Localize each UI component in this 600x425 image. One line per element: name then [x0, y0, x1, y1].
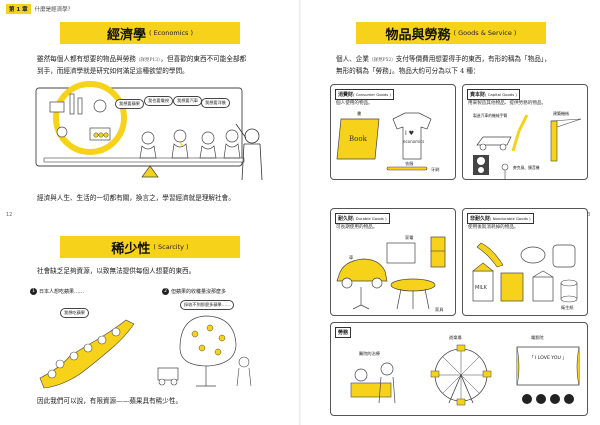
capital-goods-panel: 資本財( Capital Goods ) 用來製造其他物品、提供勞務的物品。 製… — [462, 84, 588, 180]
service-item-hospital: 醫院的治療 — [359, 351, 380, 356]
economics-title-en: ( Economics ) — [148, 29, 194, 37]
consumer-item-toothbrush: 牙刷 — [431, 167, 440, 172]
capital-item-construction: 建築機械 — [553, 111, 569, 116]
nondurable-goods-illustration: MILK — [472, 242, 578, 303]
service-illustration — [350, 344, 580, 406]
durable-item-appliance: 家電 — [405, 235, 414, 240]
service-label: 勞務 — [335, 327, 352, 338]
page-number-left: 12 — [6, 212, 13, 218]
consumer-item-book: 書 — [357, 111, 362, 116]
durable-goods-panel: 耐久財( Durable Goods ) 可長期使用的物品。 家電 車 家具 — [330, 208, 456, 316]
durable-goods-illustration — [336, 236, 446, 310]
service-item-amusement: 遊樂場 — [449, 335, 462, 340]
chapter-title: 什麼是經濟學？ — [34, 7, 74, 13]
capital-goods-label: 資本財( Capital Goods ) — [467, 89, 520, 100]
svg-text:Book: Book — [349, 135, 368, 143]
nondurable-goods-label: 非耐久財( Nondurable Goods ) — [467, 213, 534, 224]
running-header: 第 1 章 什麼是經濟學？ — [6, 4, 73, 14]
consumer-goods-illustration: Book I ♥ economics — [336, 112, 432, 171]
capital-item-mic: 麥克風、擴音機 — [513, 165, 540, 170]
economics-title: 經濟學 — [106, 27, 146, 43]
economics-title-bar: 經濟學 ( Economics ) — [60, 22, 240, 44]
nondurable-goods-panel: 非耐久財( Nondurable Goods ) 使用後就消耗掉的物品。 MIL… — [462, 208, 588, 316]
goods-title-en: ( Goods & Service ) — [453, 29, 517, 37]
cinema-screen-text: 「 I LOVE YOU 」 — [529, 356, 567, 361]
economics-illustration — [35, 81, 263, 181]
nondurable-goods-desc: 使用後就消耗掉的物品。 — [468, 225, 519, 230]
goods-paragraph: 個人、企業（詳見P52）支付等價費用想要得手的東西，有形的稱為「物品」， 無形的… — [336, 55, 551, 75]
scarcity-title: 稀少性 — [111, 241, 151, 257]
consumer-goods-desc: 個人使用的物品。 — [336, 101, 373, 106]
svg-text:MILK: MILK — [475, 285, 488, 291]
scarcity-title-bar: 稀少性 ( Scarcity ) — [60, 236, 240, 258]
scarcity-illustration — [39, 315, 252, 389]
speech-bubble-dress: 我想要洋裝 — [201, 98, 230, 108]
capital-item-robot-arm: 製造汽車的機械手臂 — [473, 113, 508, 118]
consumer-item-clothes: 衣服 — [405, 161, 414, 166]
service-panel: 勞務 醫院的治療 遊樂場 電影院 「 I LOVE YOU 」 — [330, 322, 588, 416]
speech-bubble-car: 我想要汽車 — [173, 96, 202, 106]
scarcity-bubble-2: 採收不到那麼多蘋果…… — [180, 300, 235, 310]
durable-item-furniture: 家具 — [435, 307, 444, 312]
capital-goods-illustration — [473, 114, 582, 179]
durable-goods-desc: 可長期使用的物品。 — [336, 225, 378, 230]
consumer-goods-label: 消費財( Consumer Goods ) — [335, 89, 394, 100]
scarcity-step-1: 1 日本人想吃蘋果…… — [30, 288, 84, 295]
svg-text:economics: economics — [403, 139, 424, 144]
scarcity-bubble-1: 我想吃蘋果 — [60, 308, 89, 318]
capital-goods-desc: 用來製造其他物品、提供勞務的物品。 — [468, 101, 547, 106]
scarcity-intro: 社會缺乏足夠資源，以致無法提供每個人想要的東西。 — [37, 267, 196, 275]
scarcity-conclusion: 因此我們可以說，有限資源——蘋果具有稀少性。 — [37, 397, 183, 405]
goods-title: 物品與勞務 — [385, 27, 451, 43]
goods-title-bar: 物品與勞務 ( Goods & Service ) — [356, 22, 546, 44]
scarcity-step-2: 2 但蘋果的收穫量沒那麼多 — [162, 288, 226, 295]
chapter-tag: 第 1 章 — [6, 4, 31, 14]
economics-paragraph-1: 雖然每個人都有想要的物品與勞務（詳見P13），但喜歡的東西不可能全部都 到手，而… — [37, 55, 247, 75]
consumer-goods-panel: 消費財( Consumer Goods ) 個人使用的物品。 Book I ♥ … — [330, 84, 456, 180]
speech-bubble-tv: 我也要電視 — [144, 96, 173, 106]
durable-goods-label: 耐久財( Durable Goods ) — [335, 213, 390, 224]
book-gutter — [299, 0, 301, 425]
svg-text:I ♥: I ♥ — [405, 130, 414, 137]
scarcity-title-en: ( Scarcity ) — [153, 243, 189, 251]
durable-item-car: 車 — [349, 255, 354, 260]
economics-paragraph-2: 經濟與人生、生活的一切都有關，換言之，學習經濟就是理解社會。 — [37, 194, 235, 202]
service-item-cinema: 電影院 — [531, 335, 544, 340]
speech-bubble-apple: 我想要蘋果 — [115, 99, 144, 109]
nondurable-item-tissue: 衛生紙 — [561, 305, 574, 310]
